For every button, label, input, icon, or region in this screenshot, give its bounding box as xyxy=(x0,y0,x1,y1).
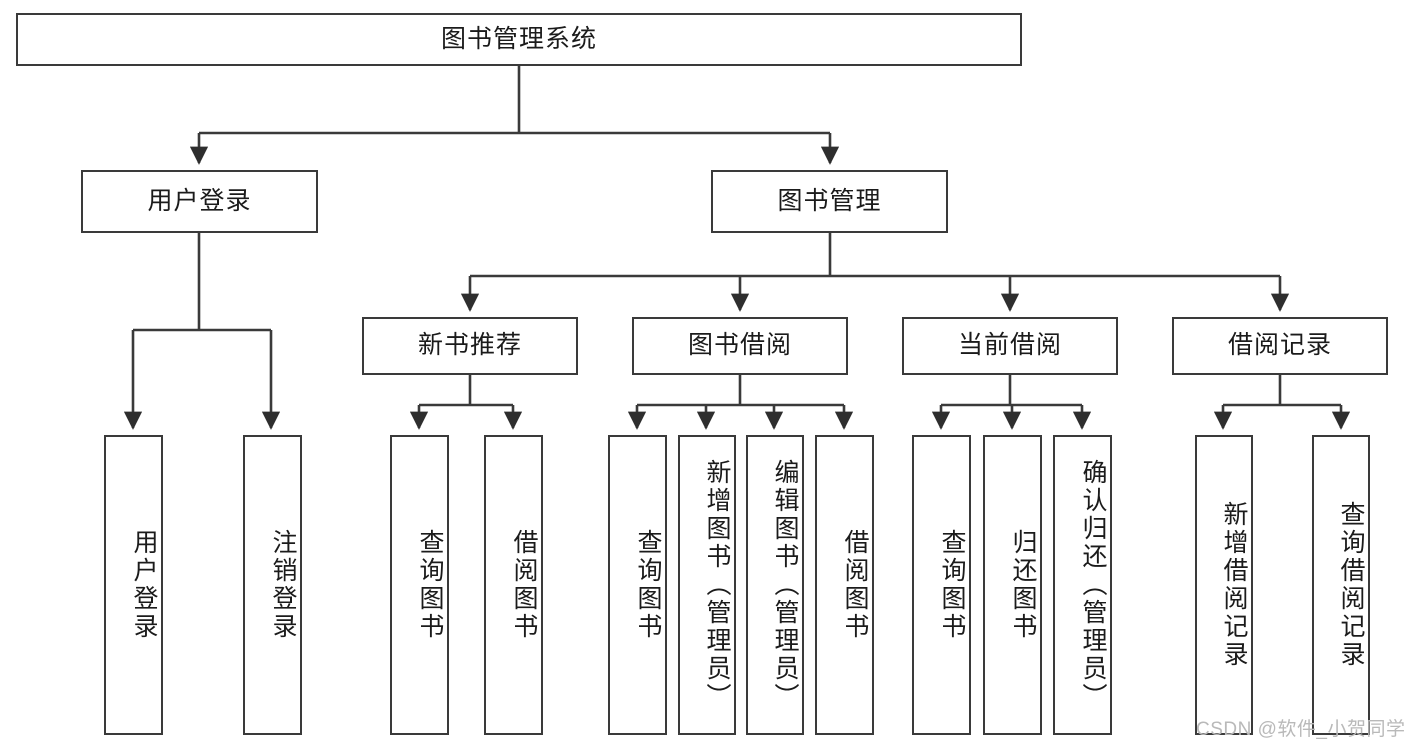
leaf-query-books-borrowing[interactable]: 查询图书 xyxy=(608,435,667,735)
node-label: 当前借阅 xyxy=(957,331,1062,360)
node-label: 用户登录 xyxy=(130,529,158,641)
node-label: 新增图书（管理员） xyxy=(703,459,731,711)
watermark-csdn: CSDN @软件_小贺同学 xyxy=(1196,719,1405,740)
leaf-query-books-current[interactable]: 查询图书 xyxy=(912,435,971,735)
leaf-return-books[interactable]: 归还图书 xyxy=(983,435,1042,735)
node-label: 图书借阅 xyxy=(687,331,792,360)
node-label: 查询图书 xyxy=(634,529,662,641)
node-label: 用户登录 xyxy=(147,186,252,215)
node-label: 注销登录 xyxy=(269,529,297,641)
leaf-user-login[interactable]: 用户登录 xyxy=(104,435,163,735)
node-label: 借阅记录 xyxy=(1227,331,1332,360)
node-book-borrowing[interactable]: 图书借阅 xyxy=(632,317,848,375)
leaf-add-book-admin[interactable]: 新增图书（管理员） xyxy=(678,435,736,735)
node-borrowing-records[interactable]: 借阅记录 xyxy=(1172,317,1388,375)
node-label: 新书推荐 xyxy=(417,331,522,360)
leaf-query-borrow-record[interactable]: 查询借阅记录 xyxy=(1312,435,1370,735)
node-label: 确认归还（管理员） xyxy=(1079,459,1107,711)
node-label: 新增借阅记录 xyxy=(1220,501,1248,669)
node-user-login[interactable]: 用户登录 xyxy=(81,170,318,233)
node-book-management[interactable]: 图书管理 xyxy=(711,170,948,233)
node-label: 图书管理系统 xyxy=(440,24,597,53)
node-label: 图书管理 xyxy=(777,186,882,215)
leaf-add-borrow-record[interactable]: 新增借阅记录 xyxy=(1195,435,1253,735)
node-label: 借阅图书 xyxy=(510,529,538,641)
leaf-query-books-recommendation[interactable]: 查询图书 xyxy=(390,435,449,735)
leaf-borrow-books-recommendation[interactable]: 借阅图书 xyxy=(484,435,543,735)
leaf-edit-book-admin[interactable]: 编辑图书（管理员） xyxy=(746,435,804,735)
leaf-confirm-return-admin[interactable]: 确认归还（管理员） xyxy=(1053,435,1112,735)
node-label: 查询借阅记录 xyxy=(1337,501,1365,669)
leaf-logout[interactable]: 注销登录 xyxy=(243,435,302,735)
node-new-book-recommendation[interactable]: 新书推荐 xyxy=(362,317,578,375)
node-root-book-management-system[interactable]: 图书管理系统 xyxy=(16,13,1022,66)
node-label: 查询图书 xyxy=(416,529,444,641)
node-label: 查询图书 xyxy=(938,529,966,641)
node-label: 借阅图书 xyxy=(841,529,869,641)
node-current-borrowing[interactable]: 当前借阅 xyxy=(902,317,1118,375)
node-label: 归还图书 xyxy=(1009,529,1037,641)
node-label: 编辑图书（管理员） xyxy=(771,459,799,711)
leaf-borrow-books-borrowing[interactable]: 借阅图书 xyxy=(815,435,874,735)
